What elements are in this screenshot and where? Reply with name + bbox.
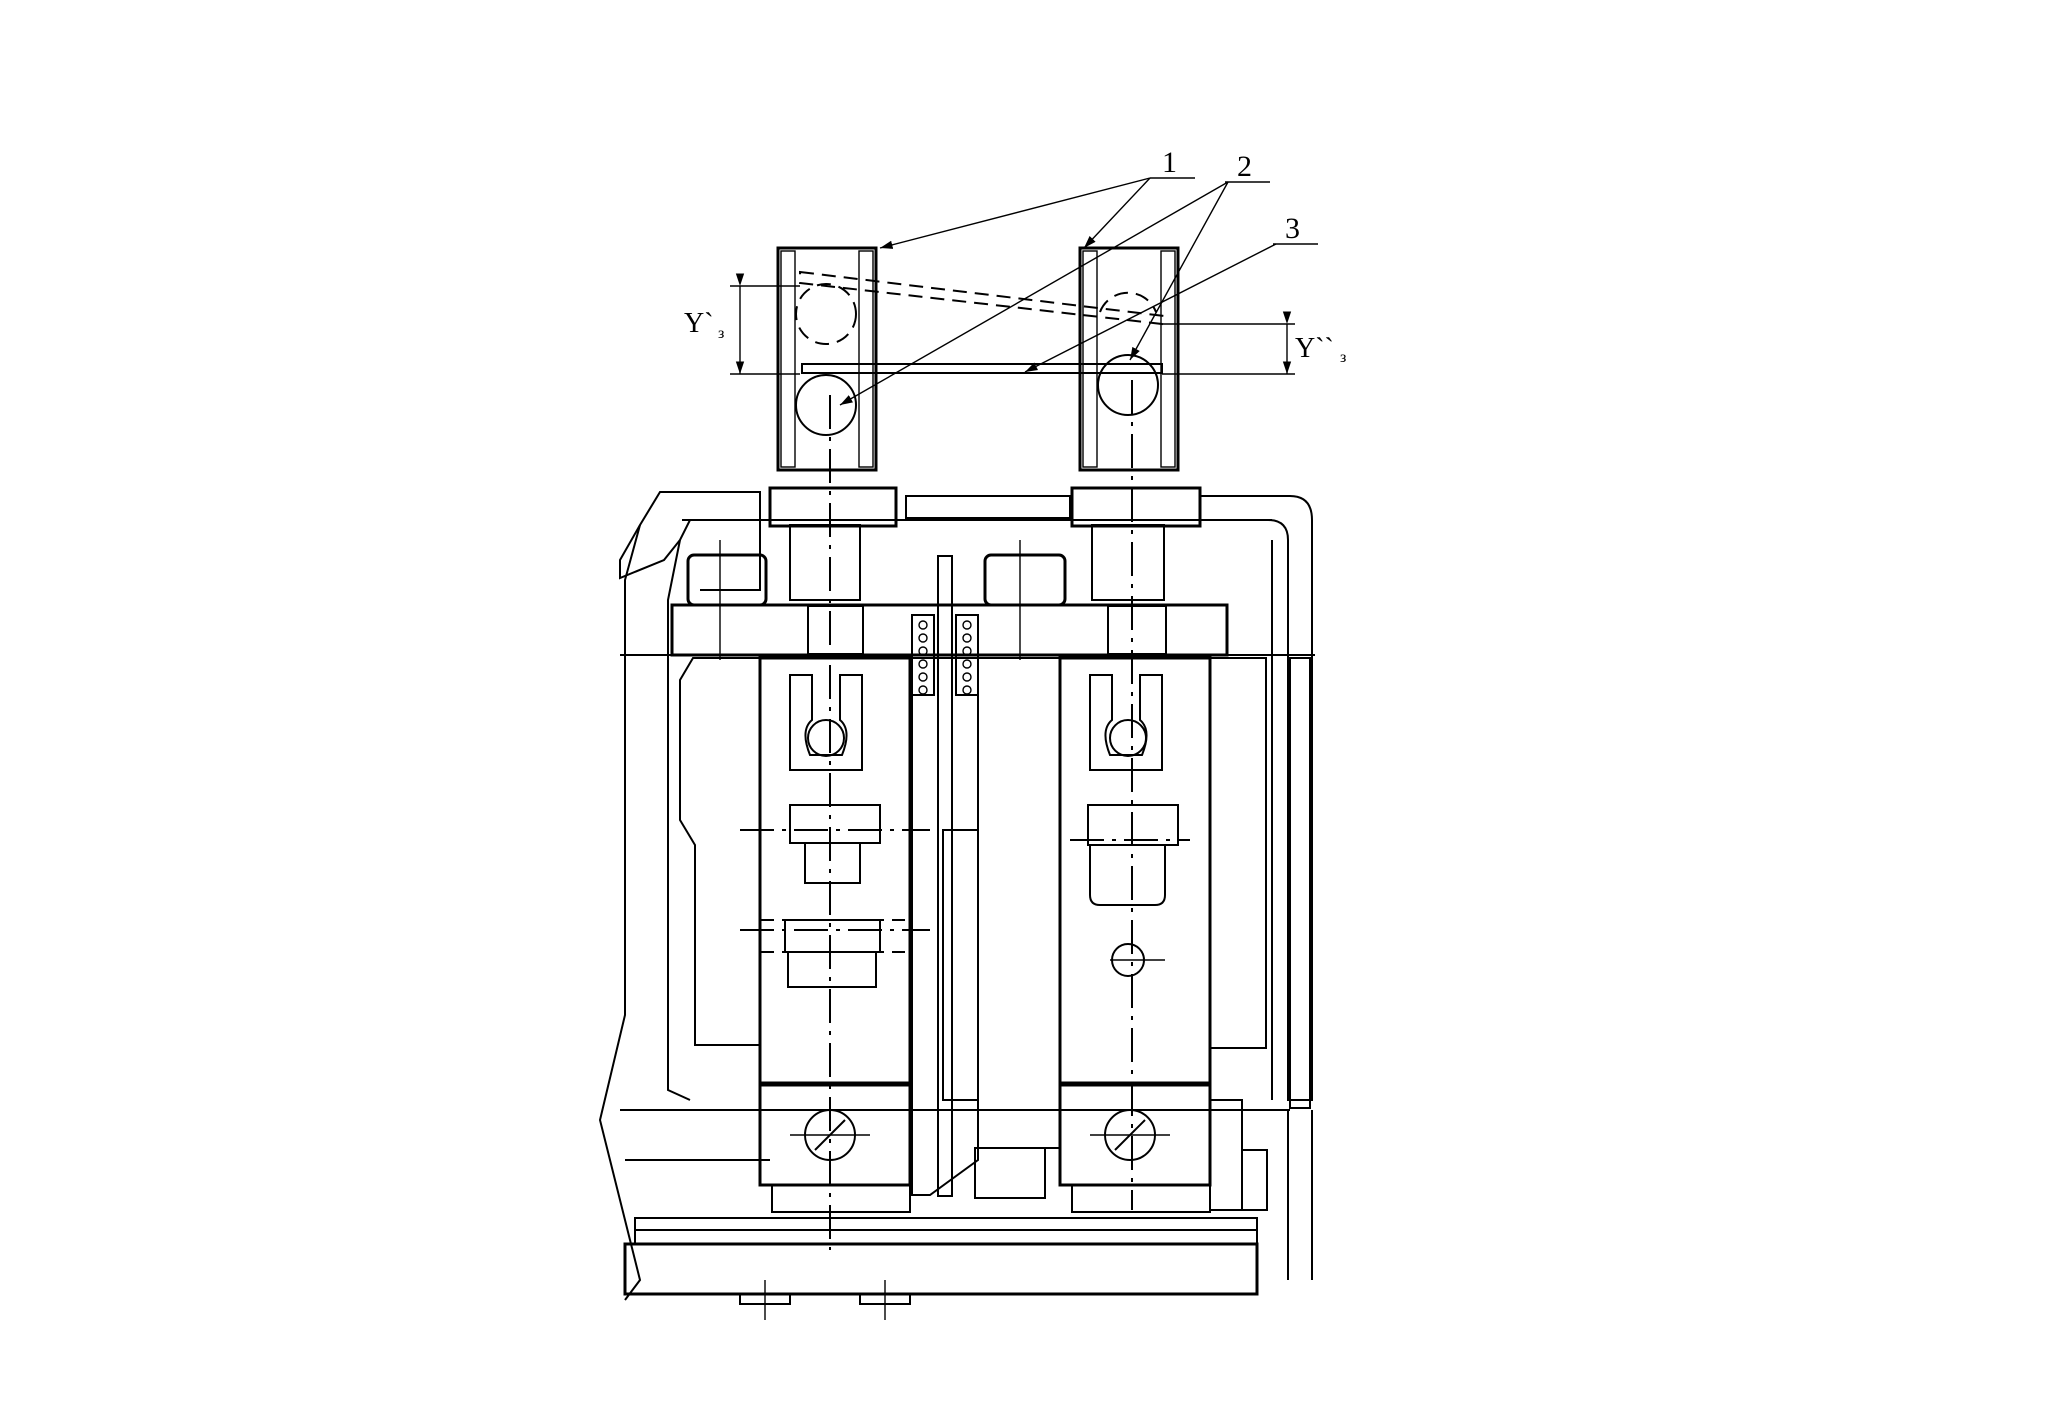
- hole: [962, 659, 972, 669]
- hole: [962, 672, 972, 682]
- callout-label-1: 1: [1162, 146, 1177, 179]
- base: [623, 1110, 1313, 1320]
- dimension-left: Y` з: [684, 273, 800, 375]
- bottom-clamps: [758, 1083, 1268, 1213]
- hole: [918, 685, 928, 695]
- callout-1: 1: [879, 146, 1195, 249]
- callout-2: 2: [839, 150, 1270, 406]
- hole: [918, 659, 928, 669]
- hole: [962, 633, 972, 643]
- hole: [918, 633, 928, 643]
- hole: [918, 646, 928, 656]
- housing: [598, 491, 1313, 1301]
- hole: [918, 672, 928, 682]
- centerlines: [740, 380, 1190, 1250]
- callout-label-2: 2: [1237, 150, 1252, 183]
- dimension-sub-left: з: [718, 325, 724, 342]
- left-mechanism: [758, 656, 912, 1085]
- dimension-sub-right: з: [1340, 349, 1346, 366]
- hole: [918, 620, 928, 630]
- right-mechanism: [1058, 656, 1212, 1085]
- side-walls: [679, 657, 1311, 1149]
- hole: [962, 620, 972, 630]
- dimension-label-right: Y``: [1295, 333, 1334, 364]
- hole: [962, 646, 972, 656]
- bearing-cup-left: [776, 246, 878, 472]
- dimension-right: Y`` з: [1162, 311, 1346, 375]
- callout-3: 3: [1024, 212, 1318, 373]
- dimension-label-left: Y`: [684, 308, 714, 339]
- callout-label-3: 3: [1285, 212, 1300, 245]
- bearing-cup-right: [1078, 246, 1180, 472]
- hole: [962, 685, 972, 695]
- center-assembly: [911, 555, 1046, 1199]
